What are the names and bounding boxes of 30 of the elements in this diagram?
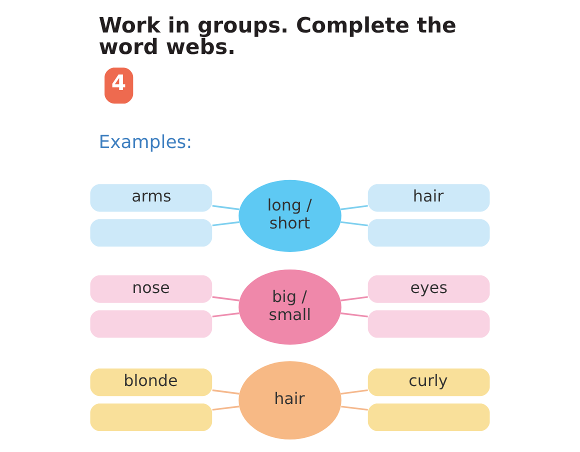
node-box: hair	[368, 184, 490, 212]
label: Examples:	[98, 132, 192, 154]
connector	[212, 389, 240, 395]
node-box	[368, 310, 490, 338]
connector	[212, 296, 240, 302]
connector	[212, 406, 240, 411]
node-ellipse: hair	[238, 361, 342, 440]
connector	[340, 296, 368, 302]
node-box	[90, 404, 212, 432]
node-box: arms	[90, 184, 212, 212]
diagram-title: Work in groups. Complete the word webs.	[98, 12, 456, 59]
node-ellipse: long / short	[238, 180, 342, 252]
connector	[340, 221, 368, 226]
node-box	[368, 219, 490, 247]
node-ellipse: big / small	[238, 269, 342, 345]
connector	[340, 312, 368, 318]
node-box	[90, 219, 212, 247]
node-box: eyes	[368, 275, 490, 303]
node-box	[90, 310, 212, 338]
connector	[340, 389, 368, 395]
connector	[212, 312, 240, 318]
node-box: blonde	[90, 368, 212, 396]
node-box	[368, 404, 490, 432]
label: 4	[111, 70, 126, 95]
node-box: nose	[90, 275, 212, 303]
connector	[341, 406, 368, 411]
connector	[340, 204, 368, 210]
connector	[212, 221, 240, 226]
node-box: curly	[368, 368, 490, 396]
connector	[212, 205, 240, 210]
